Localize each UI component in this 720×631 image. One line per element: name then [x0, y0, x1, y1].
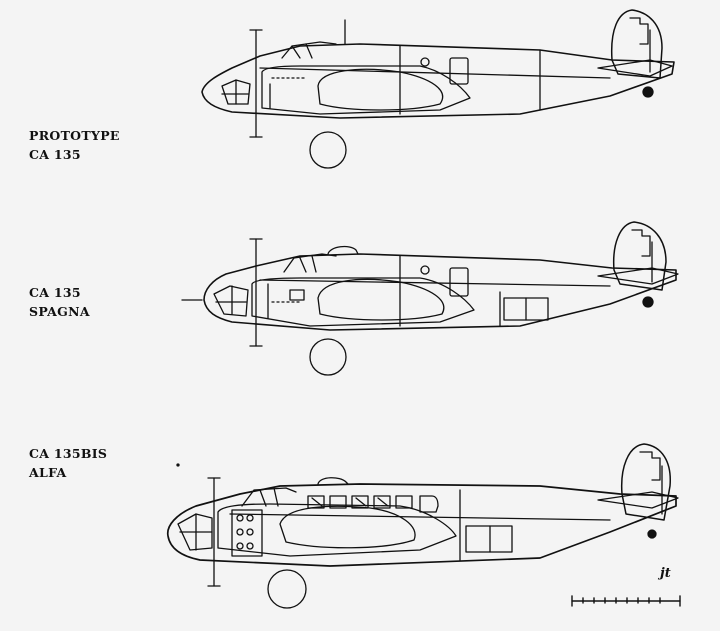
aircraft-spagna	[181, 221, 679, 376]
artist-signature: jt	[660, 566, 671, 581]
aircraft-label-alfa: CA 135BIS ALFA	[29, 444, 107, 482]
aircraft-prototype	[201, 9, 675, 169]
label-line2: SPAGNA	[29, 304, 90, 319]
aircraft-label-spagna: CA 135 SPAGNA	[29, 283, 90, 321]
label-line1: CA 135BIS	[29, 446, 108, 461]
label-line2: ALFA	[29, 465, 67, 480]
aircraft-label-prototype: PROTOTYPE CA 135	[29, 126, 120, 164]
label-line1: CA 135	[29, 285, 81, 300]
label-line2: CA 135	[29, 147, 81, 162]
label-line1: PROTOTYPE	[29, 128, 120, 143]
scale-bar	[571, 595, 681, 607]
aircraft-alfa	[166, 443, 679, 609]
